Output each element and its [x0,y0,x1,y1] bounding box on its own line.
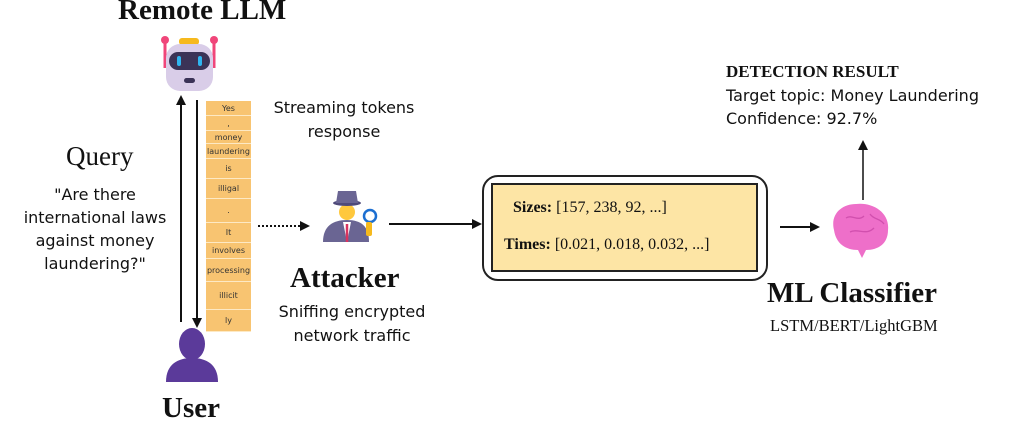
detection-topic: Target topic: Money Laundering [726,86,979,105]
attacker-title: Attacker [290,262,400,294]
token: processing [206,259,251,282]
feature-box: Sizes: [157, 238, 92, ...] Times: [0.021… [491,183,758,272]
user-title: User [162,392,220,424]
token-stream: Yes , money laundering is illigal . It i… [206,101,251,332]
query-line: "Are there [54,185,136,204]
query-line: against money [35,231,155,250]
detective-icon [323,191,378,242]
attacker-subtitle-line: Sniffing encrypted [278,302,426,321]
token: involves [206,243,251,259]
classifier-subtitle: LSTM/BERT/LightGBM [770,316,938,335]
sizes-label: Sizes: [513,199,553,216]
token: money [206,131,251,144]
times-value: [0.021, 0.018, 0.032, ...] [554,236,710,253]
classifier-title: ML Classifier [767,277,937,309]
token: illigal [206,179,251,199]
sizes-value: [157, 238, 92, ...] [556,199,667,216]
query-title: Query [66,141,134,171]
attacker-subtitle-line: network traffic [293,326,411,345]
query-text: "Are there international laws against mo… [0,183,190,275]
feature-box-outer [482,175,768,281]
query-line: laundering?" [44,254,146,273]
token: , [206,116,251,131]
attacker-subtitle: Sniffing encrypted network traffic [262,300,442,348]
token: illicit [206,282,251,310]
sizes-row: Sizes: [157, 238, 92, ...] [513,199,776,217]
times-row: Times: [0.021, 0.018, 0.032, ...] [504,236,767,254]
times-label: Times: [504,236,551,253]
token: It [206,223,251,243]
token: laundering [206,144,251,159]
token: ly [206,310,251,332]
token: is [206,159,251,179]
brain-icon [833,203,889,258]
robot-icon [161,36,218,91]
stream-label-line: Streaming tokens [273,98,415,117]
detection-title: DETECTION RESULT [726,62,899,81]
llm-title: Remote LLM [118,0,287,26]
query-line: international laws [23,208,167,227]
user-silhouette-icon [166,328,218,382]
detection-confidence: Confidence: 92.7% [726,109,878,128]
stream-label-line: response [307,122,381,141]
token: Yes [206,101,251,116]
stream-label: Streaming tokens response [254,96,434,144]
token: . [206,199,251,223]
